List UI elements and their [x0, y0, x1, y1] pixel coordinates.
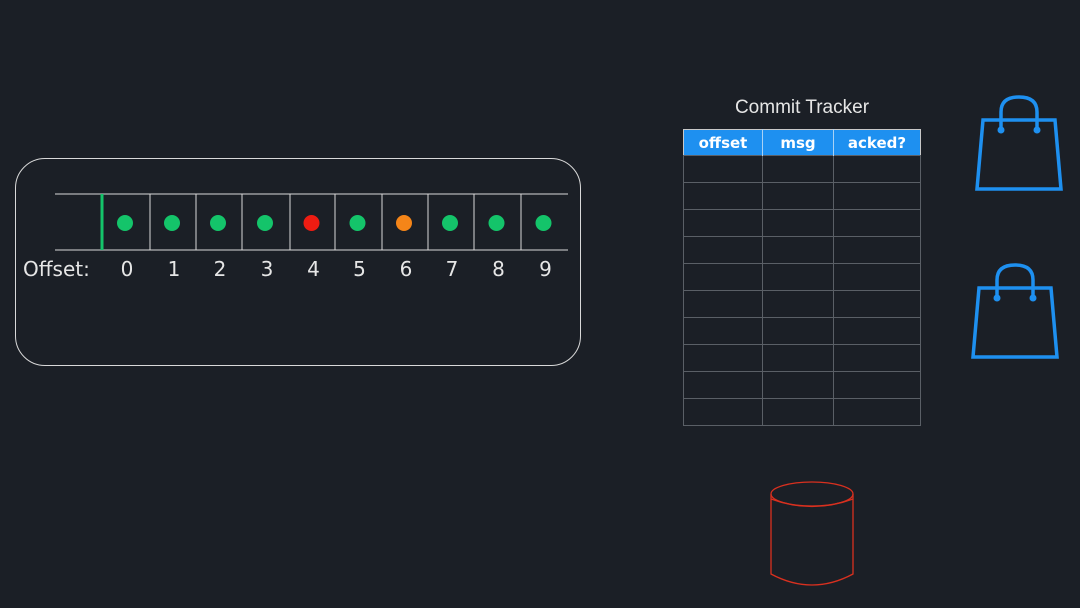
partition-container [15, 158, 581, 366]
table-cell [762, 155, 834, 183]
commit-tracker-table: offset msg acked? [683, 129, 921, 426]
column-header-acked: acked? [833, 129, 921, 156]
table-cell [762, 317, 834, 345]
table-cell [833, 236, 921, 264]
table-cell [762, 398, 834, 426]
offset-label: Offset: [23, 257, 90, 281]
log-cells [117, 194, 552, 250]
message-dot-acked [349, 215, 366, 231]
table-cell [762, 209, 834, 237]
table-cell [833, 209, 921, 237]
offset-number: 1 [167, 257, 181, 281]
offset-number: 3 [260, 257, 274, 281]
message-dot-failed [303, 215, 320, 231]
message-dot-acked [257, 215, 273, 231]
table-row [683, 182, 921, 210]
tracker-header-row: offset msg acked? [683, 129, 921, 156]
table-cell [683, 290, 763, 318]
table-cell [762, 371, 834, 399]
table-cell [683, 344, 763, 372]
table-row [683, 209, 921, 237]
table-row [683, 155, 921, 183]
column-header-msg: msg [762, 129, 834, 156]
tracker-title: Commit Tracker [734, 97, 870, 118]
table-row [683, 236, 921, 264]
offset-number: 7 [445, 257, 459, 281]
tracker-body [683, 155, 921, 426]
table-cell [833, 182, 921, 210]
shopping-bag-icon [975, 95, 1063, 191]
table-cell [683, 236, 763, 264]
offset-number: 6 [399, 257, 413, 281]
table-cell [683, 182, 763, 210]
table-cell [683, 263, 763, 291]
table-cell [762, 236, 834, 264]
table-cell [762, 290, 834, 318]
table-row [683, 263, 921, 291]
table-cell [683, 209, 763, 237]
offset-number: 8 [492, 257, 505, 281]
table-cell [762, 182, 834, 210]
table-row [683, 371, 921, 399]
message-dot-acked [535, 215, 552, 231]
table-cell [762, 263, 834, 291]
message-dot-acked [117, 215, 133, 231]
offset-number: 5 [353, 257, 366, 281]
table-cell [683, 155, 763, 183]
offset-number: 2 [213, 257, 227, 281]
table-row [683, 317, 921, 345]
table-cell [833, 398, 921, 426]
column-header-offset: offset [683, 129, 763, 156]
message-dot-acked [164, 215, 180, 231]
table-cell [683, 371, 763, 399]
table-row [683, 398, 921, 426]
table-row [683, 290, 921, 318]
table-cell [833, 263, 921, 291]
table-cell [833, 290, 921, 318]
table-row [683, 344, 921, 372]
message-dot-acked [442, 215, 458, 231]
offset-number: 9 [539, 257, 552, 281]
message-dot-acked [488, 215, 505, 231]
database-cylinder-icon [770, 481, 854, 586]
offset-number: 0 [120, 257, 134, 281]
message-dot-acked [210, 215, 226, 231]
table-cell [833, 344, 921, 372]
shopping-bag-icon [971, 263, 1059, 359]
table-cell [683, 398, 763, 426]
message-dot-pending [396, 215, 412, 231]
table-cell [833, 317, 921, 345]
table-cell [762, 344, 834, 372]
table-cell [833, 371, 921, 399]
table-cell [683, 317, 763, 345]
offset-number: 4 [307, 257, 320, 281]
log-grid [55, 193, 568, 251]
table-cell [833, 155, 921, 183]
